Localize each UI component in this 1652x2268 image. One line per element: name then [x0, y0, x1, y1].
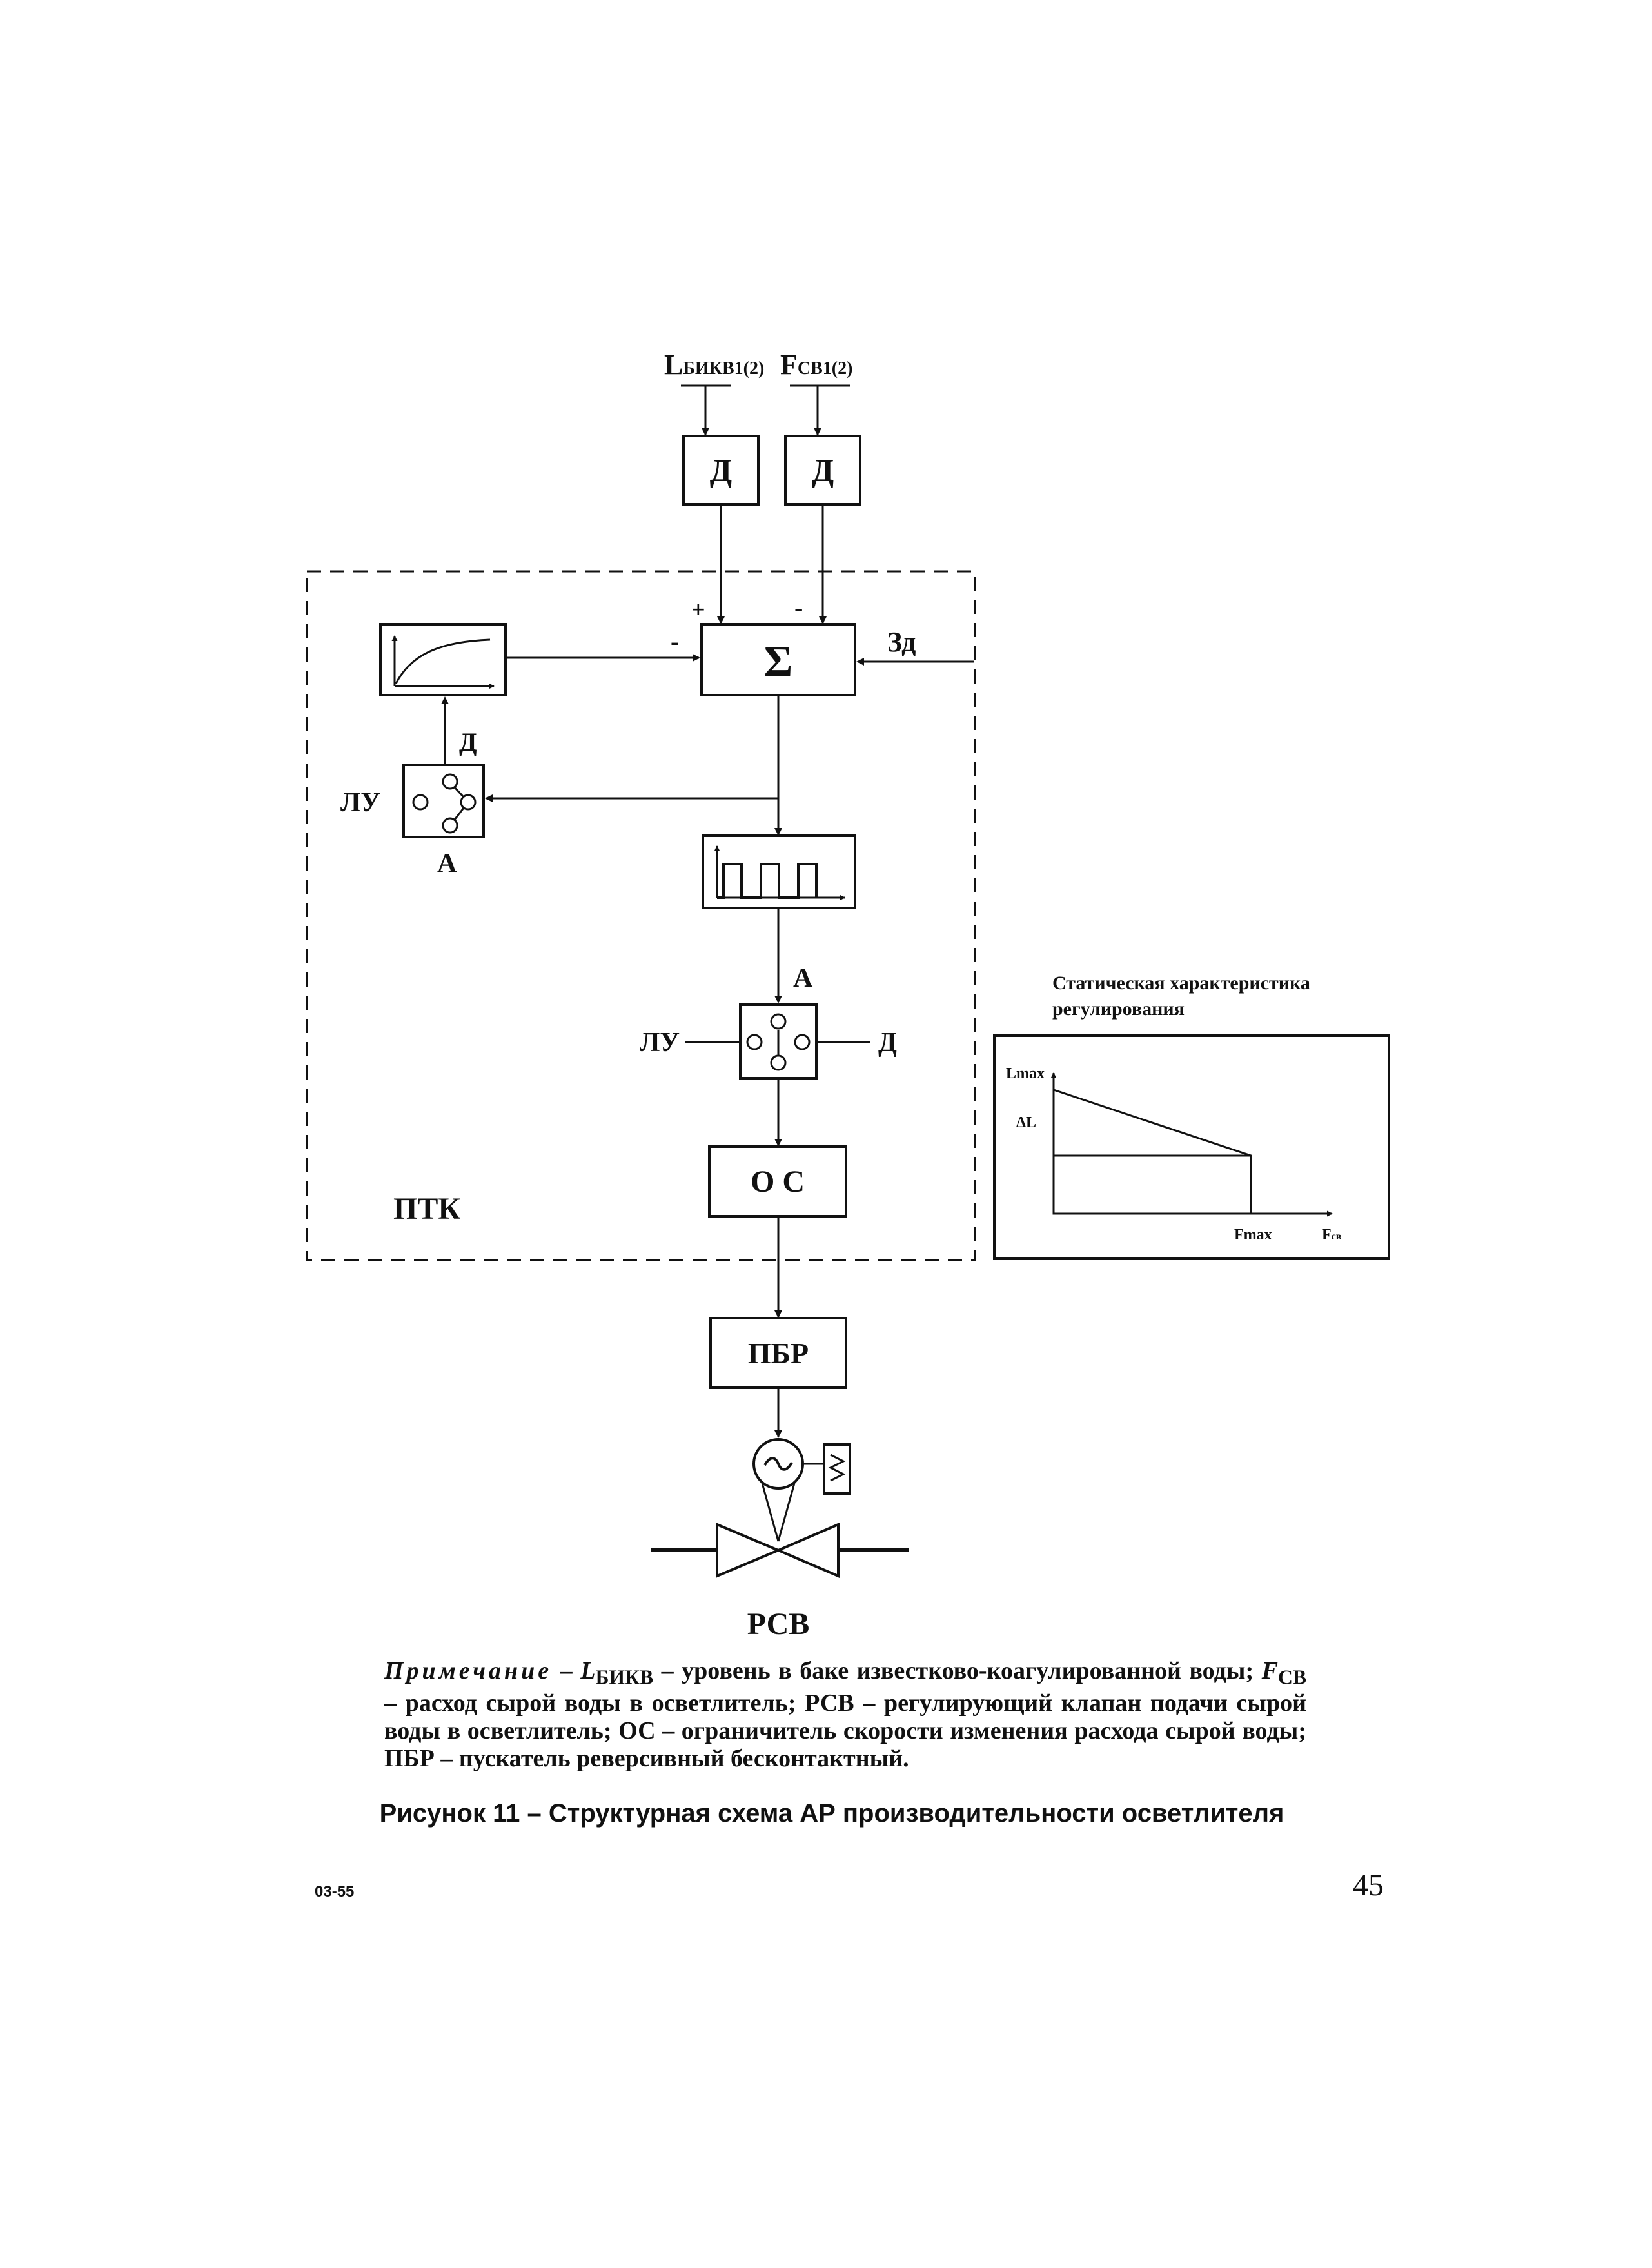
inset-title-line2: регулирования [1052, 998, 1185, 1020]
starter-block: ПБР [709, 1317, 847, 1389]
sign-minus-flow: - [794, 593, 803, 622]
sensor-level-label: Д [710, 452, 732, 488]
actuator-motor [752, 1438, 851, 1542]
dynamic-correction-block [379, 623, 507, 696]
note-symbol-flow-sub: СВ [1278, 1666, 1306, 1689]
pulse-block [702, 834, 856, 909]
inset-x-label: Fсв [1322, 1227, 1342, 1243]
upper-switch-right-label: Д [459, 727, 477, 756]
upper-switch-left-label: ЛУ [340, 788, 380, 818]
sensor-flow-label: Д [812, 452, 834, 488]
lower-switch-top-label: А [793, 963, 813, 993]
note-lead: Примечание [384, 1657, 553, 1684]
ptk-label: ПТК [393, 1192, 460, 1226]
starter-label: ПБР [748, 1337, 809, 1370]
summator-block: Σ [700, 623, 856, 696]
upper-switch-block [402, 764, 485, 838]
page-number: 45 [1353, 1868, 1384, 1902]
note-dash: – [552, 1657, 581, 1684]
inset-y-label: Lmax [1006, 1065, 1045, 1082]
setpoint-label: Зд [887, 626, 916, 658]
note-text-part1: – уровень в баке известково-коагулирован… [653, 1657, 1262, 1684]
control-valve [651, 1522, 909, 1579]
input-lines [681, 384, 850, 436]
summator-output-lines [485, 695, 782, 836]
lower-switch-right-label: Д [878, 1028, 897, 1058]
figure-note: Примечание – LБИКВ – уровень в баке изве… [384, 1657, 1306, 1773]
note-symbol-flow: F [1261, 1657, 1279, 1684]
sensor-flow-block: Д [784, 435, 861, 506]
sign-minus-feedback: - [671, 627, 679, 656]
lower-switch-block [739, 1003, 818, 1080]
sign-plus: + [691, 597, 705, 624]
sensor-to-summator-lines [717, 504, 827, 624]
summator-symbol: Σ [764, 636, 792, 685]
inset-delta-label: ΔL [1016, 1114, 1036, 1131]
limiter-block: О С [708, 1145, 847, 1218]
lower-switch-left-label: ЛУ [640, 1028, 680, 1058]
limiter-label: О С [751, 1165, 805, 1199]
document-code: 03-55 [315, 1883, 355, 1900]
figure-caption: Рисунок 11 – Структурная схема АР произв… [379, 1799, 1284, 1828]
level-input-label: LБИКВ1(2) [664, 349, 764, 380]
note-text-part2: – расход сырой воды в осветлитель; РСВ –… [384, 1689, 1306, 1773]
static-characteristic-inset: Статическая характеристика регулирования… [993, 972, 1390, 1260]
valve-label: РСВ [747, 1607, 810, 1641]
ptk-boundary [306, 570, 976, 1261]
inset-xmax-label: Fmax [1234, 1227, 1272, 1243]
note-symbol-level: L [580, 1657, 596, 1684]
flow-input-label: FСВ1(2) [780, 349, 852, 380]
note-symbol-level-sub: БИКВ [595, 1666, 654, 1689]
upper-switch-bottom-label: А [437, 849, 457, 878]
inset-title-line1: Статическая характеристика [1052, 972, 1310, 994]
sensor-level-block: Д [682, 435, 760, 506]
